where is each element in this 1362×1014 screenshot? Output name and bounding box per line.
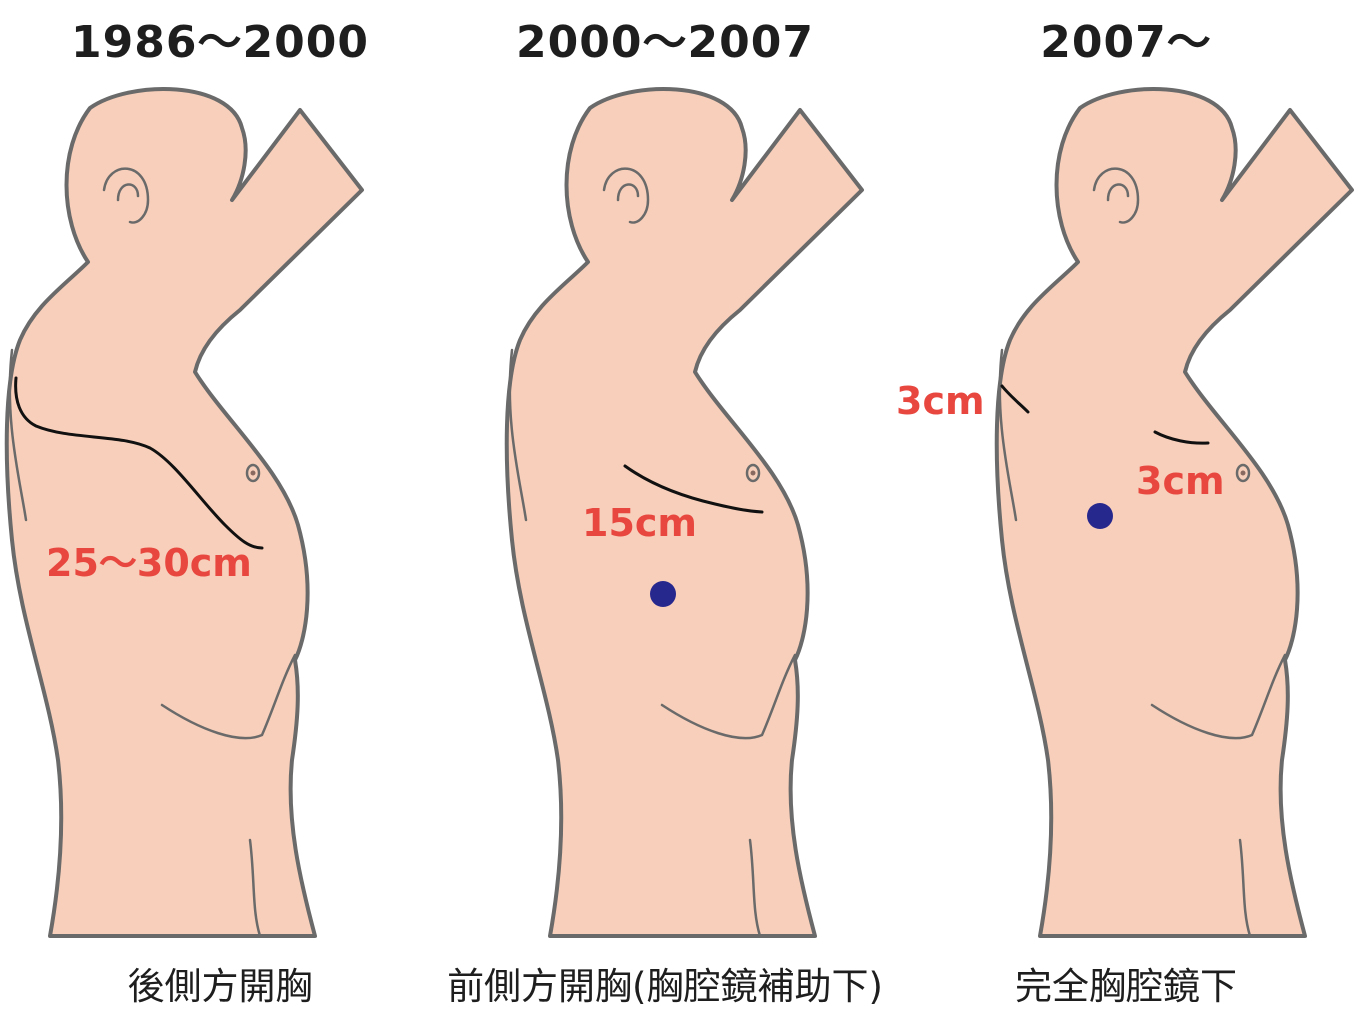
panel-anterolateral: 2000〜2007 15cm 前側方開胸(胸腔鏡補助下) <box>440 0 890 1014</box>
thoracoscope-port-icon <box>650 581 676 607</box>
nipple-icon <box>1235 463 1251 483</box>
nipple-icon <box>745 463 761 483</box>
era-title: 2000〜2007 <box>516 17 814 68</box>
torso-figure: 15cm <box>504 87 864 938</box>
torso-silhouette <box>504 87 864 938</box>
nipple-icon <box>245 463 261 483</box>
incision-line <box>14 376 264 550</box>
ear-icon <box>602 167 650 224</box>
ear-icon <box>1092 167 1140 224</box>
incision-line-anterior <box>1153 430 1210 445</box>
incision-length-label: 25〜30cm <box>46 541 252 585</box>
panel-posterolateral: 1986〜2000 25〜30cm 後側方開胸 <box>0 0 440 1014</box>
approach-caption: 前側方開胸(胸腔鏡補助下) <box>447 965 883 1008</box>
incision-length-label: 15cm <box>582 501 697 545</box>
incision-length-label: 3cm <box>896 379 985 423</box>
ear-icon <box>102 167 150 224</box>
thoracoscope-port-icon <box>1087 503 1113 529</box>
era-title: 1986〜2000 <box>71 17 369 68</box>
era-title: 2007〜 <box>1040 17 1212 68</box>
torso-figure: 3cm 3cm <box>896 87 1354 938</box>
torso-silhouette <box>4 87 364 938</box>
approach-caption: 後側方開胸 <box>127 965 313 1008</box>
torso-silhouette <box>994 87 1354 938</box>
incision-line-posterior <box>1000 384 1030 414</box>
approach-caption: 完全胸腔鏡下 <box>1015 965 1237 1008</box>
incision-line <box>623 464 764 514</box>
panel-vats: 2007〜 3cm 3cm 完全胸腔鏡下 <box>890 0 1362 1014</box>
incision-length-label: 3cm <box>1136 459 1225 503</box>
torso-figure: 25〜30cm <box>4 87 364 938</box>
